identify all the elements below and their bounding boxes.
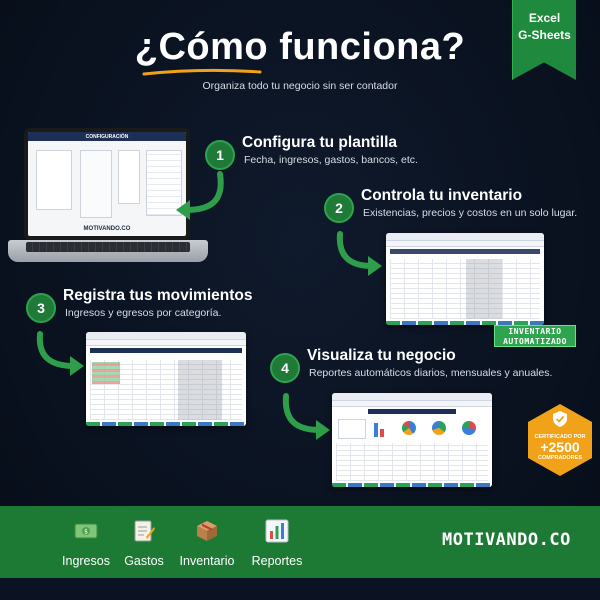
step-2-number: 2 bbox=[324, 193, 354, 223]
step-4-desc: Reportes automáticos diarios, mensuales … bbox=[309, 367, 553, 379]
category-gastos-label: Gastos bbox=[124, 554, 164, 568]
certified-count: +2500 bbox=[540, 439, 580, 455]
arrow-step-3-icon bbox=[36, 331, 84, 376]
category-reportes-label: Reportes bbox=[251, 554, 303, 568]
bottom-strip bbox=[0, 578, 600, 600]
page-subtitle: Organiza todo tu negocio sin ser contado… bbox=[202, 80, 398, 92]
category-gastos: Gastos bbox=[118, 519, 170, 568]
step-2-desc: Existencias, precios y costos en un solo… bbox=[363, 207, 578, 219]
brand-logo: MOTIVANDO.CO bbox=[442, 530, 571, 550]
ribbon-line-1: Excel bbox=[528, 11, 561, 25]
category-ingresos-label: Ingresos bbox=[62, 554, 110, 568]
step-3-title: Registra tus movimientos bbox=[63, 287, 253, 304]
laptop-keyboard bbox=[26, 242, 190, 252]
certified-label: CERTIFICADO POR bbox=[534, 434, 586, 440]
step-1-number: 1 bbox=[205, 140, 235, 170]
notepad-icon bbox=[134, 520, 155, 542]
certified-buyers: COMPRADORES bbox=[537, 455, 582, 461]
arrow-step-1-icon bbox=[176, 171, 224, 220]
movements-sheet-preview bbox=[86, 332, 246, 426]
step-4-number: 4 bbox=[270, 353, 300, 383]
shield-check-icon bbox=[553, 411, 567, 427]
laptop-brand: MOTIVANDO.CO bbox=[83, 226, 131, 232]
step-3-number: 3 bbox=[26, 293, 56, 323]
certified-badge: CERTIFICADO POR +2500 COMPRADORES bbox=[528, 404, 592, 476]
footer-bar bbox=[0, 506, 600, 578]
title-underline bbox=[142, 68, 262, 76]
step-1-desc: Fecha, ingresos, gastos, bancos, etc. bbox=[244, 154, 418, 166]
ribbon-line-2: G-Sheets bbox=[518, 28, 571, 42]
category-ingresos: $ Ingresos bbox=[56, 519, 116, 568]
money-icon: $ bbox=[74, 523, 98, 539]
inventory-sheet-preview bbox=[386, 233, 544, 325]
step-3-desc: Ingresos y egresos por categoría. bbox=[65, 307, 222, 319]
config-sheet-title: CONFIGURACIÓN bbox=[85, 133, 129, 140]
category-reportes: Reportes bbox=[246, 519, 308, 568]
page-title: ¿Cómo funciona? bbox=[134, 26, 466, 68]
step-2-title: Controla tu inventario bbox=[361, 187, 523, 204]
laptop-screen: CONFIGURACIÓN MOTIVANDO.CO bbox=[24, 128, 190, 240]
svg-text:$: $ bbox=[84, 529, 88, 536]
box-icon bbox=[197, 521, 217, 541]
arrow-step-2-icon bbox=[336, 231, 382, 276]
inventory-badge: INVENTARIO AUTOMATIZADO bbox=[494, 325, 576, 347]
badge-line-2: AUTOMATIZADO bbox=[503, 337, 567, 346]
badge-line-1: INVENTARIO bbox=[508, 327, 562, 336]
config-sheet-preview: CONFIGURACIÓN MOTIVANDO.CO bbox=[28, 132, 186, 236]
category-inventario-label: Inventario bbox=[179, 554, 235, 568]
step-1-title: Configura tu plantilla bbox=[242, 134, 397, 151]
step-4-title: Visualiza tu negocio bbox=[307, 347, 456, 364]
chart-icon bbox=[265, 519, 289, 543]
reports-sheet-preview bbox=[332, 393, 492, 487]
category-inventario: Inventario bbox=[174, 519, 240, 568]
arrow-step-4-icon bbox=[282, 393, 330, 440]
